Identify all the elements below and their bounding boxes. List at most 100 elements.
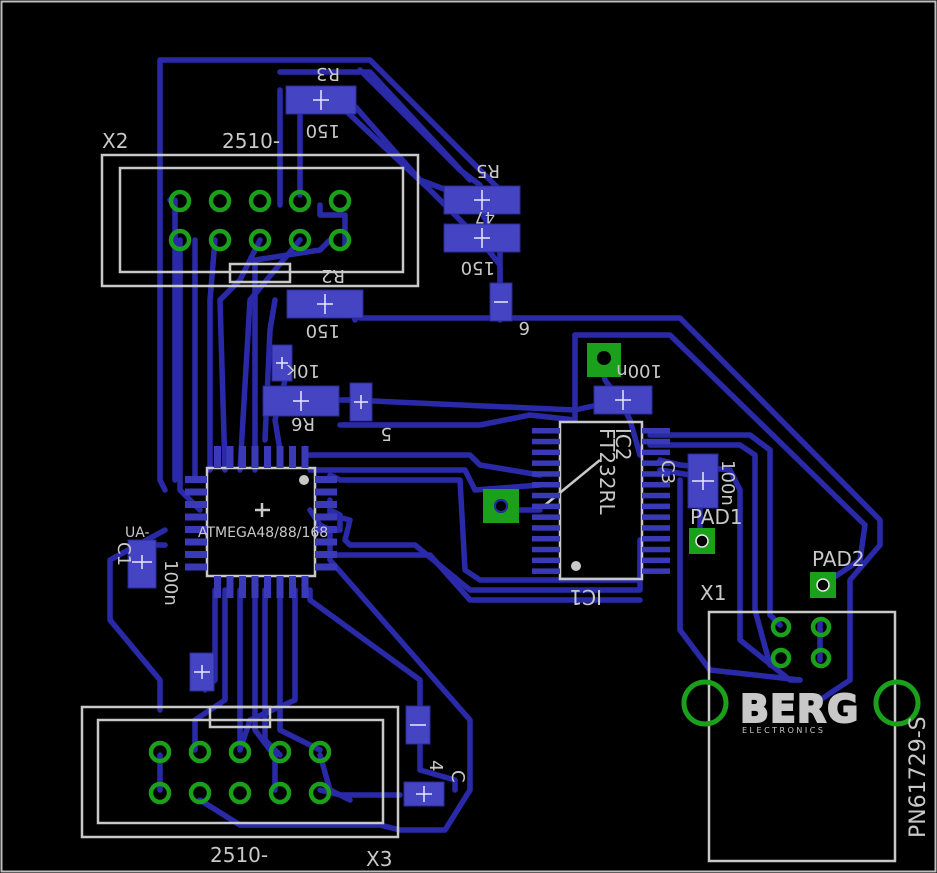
ic1-pins (299, 428, 670, 574)
ic1-pin (642, 449, 670, 456)
ic2-pin1-marker (299, 475, 309, 485)
ic1-pin (532, 460, 560, 466)
ic1-pin (532, 525, 560, 531)
ic2-pin (315, 526, 337, 533)
label-ic2: IC2 (611, 428, 635, 461)
ic2-pin (264, 446, 271, 468)
ic1-pin (532, 438, 560, 445)
header-pin (168, 228, 192, 252)
ic2-pin (185, 513, 207, 521)
usb-pin (810, 647, 832, 669)
label-ic1: IC1 (569, 585, 602, 609)
header-pin (288, 189, 312, 213)
capacitor-c2 (189, 652, 215, 692)
label-x3-part: 2510- (210, 843, 268, 867)
usb-pin (810, 616, 832, 638)
connector-x1-usb (707, 610, 897, 863)
connector-x3 (80, 705, 400, 839)
label-x1-part: PN61729-S (906, 716, 931, 838)
resistor-r4 (443, 223, 521, 253)
label-x1: X1 (700, 581, 726, 605)
ic2-pin (315, 563, 337, 571)
ic1-pin (642, 482, 670, 488)
x1-usb-pads (770, 616, 832, 669)
ic2-pin (289, 576, 296, 598)
label-c4-letter: C (447, 770, 468, 783)
header-pin (208, 228, 232, 252)
ic2-pin (214, 576, 221, 598)
header-pin (148, 781, 172, 805)
ic2-pin (315, 501, 337, 508)
label-c3-value: 100n (717, 460, 738, 506)
label-x3: X3 (366, 847, 392, 871)
svg-text:ELECTRONICS: ELECTRONICS (742, 726, 825, 735)
capacitor-100n-top (593, 385, 653, 415)
ic2-pin (301, 446, 309, 468)
resistor-r3 (285, 85, 357, 115)
svg-text:BERG: BERG (740, 687, 859, 731)
resistor-r2 (286, 289, 364, 319)
header-pin (148, 740, 172, 764)
header-pin (268, 740, 292, 764)
ic2-pin (239, 446, 246, 468)
resistor-r6 (262, 385, 340, 417)
label-r4b-value: 150 (461, 257, 495, 278)
ic2-pin (315, 538, 337, 546)
ic2-outline (205, 466, 317, 578)
ic2-pin (185, 501, 207, 508)
ic2-pin (185, 488, 207, 496)
test-pad-left (483, 489, 519, 523)
ic2-pin (315, 513, 337, 521)
label-ft232: FT232RL (595, 428, 619, 515)
header-pin (308, 781, 332, 805)
x3-header-pads (148, 740, 332, 805)
label-c1: C1 (113, 542, 134, 566)
ic1-pin (642, 557, 670, 564)
pad1 (689, 528, 715, 554)
header-pin (248, 189, 272, 213)
ic1-pin (532, 568, 560, 574)
ic1-pin (532, 492, 560, 499)
ic1-pin (642, 525, 670, 531)
ic1-pin (532, 546, 560, 553)
ic1-pin (532, 503, 560, 510)
ic1-pin (642, 460, 670, 466)
ic1-pin (642, 568, 670, 574)
label-r3-value: 150 (306, 120, 340, 141)
usb-mount-hole-left (681, 679, 729, 727)
ic2-pin (185, 563, 207, 571)
ic2-pin (251, 446, 259, 468)
ic1-pin (532, 449, 560, 456)
ic2-pin (185, 538, 207, 546)
usb-pin (770, 616, 792, 638)
label-x2-part: 2510- (222, 129, 280, 153)
ic1-pin (532, 514, 560, 520)
capacitor-c6 (489, 282, 513, 322)
ic1-pin (532, 557, 560, 564)
ic1-pin (642, 471, 670, 477)
ic2-pin (301, 576, 309, 598)
label-x2: X2 (102, 129, 128, 153)
label-r3: R3 (316, 63, 340, 84)
ic1-pin (532, 428, 560, 434)
ic2-pin (276, 446, 284, 468)
ic1-pin (532, 536, 560, 542)
label-r6: R6 (291, 413, 315, 434)
label-atmega: ATMEGA48/88/168 (198, 525, 328, 541)
ic2-pin (185, 551, 207, 558)
header-pin (328, 228, 352, 252)
ic2-pin (185, 526, 207, 533)
label-r4-value: 47 (475, 208, 495, 227)
ic2-pin (315, 476, 337, 483)
label-c6: 6 (519, 317, 530, 338)
ic1-pin (642, 492, 670, 499)
ic1-pin (532, 471, 560, 477)
capacitor-c4-b (403, 781, 445, 807)
header-pin (248, 228, 272, 252)
ic2-pin (315, 488, 337, 496)
label-c5: 5 (381, 423, 392, 444)
ic1-pin (642, 546, 670, 553)
ic2-pin (264, 576, 271, 598)
ic2-pin (214, 446, 221, 468)
